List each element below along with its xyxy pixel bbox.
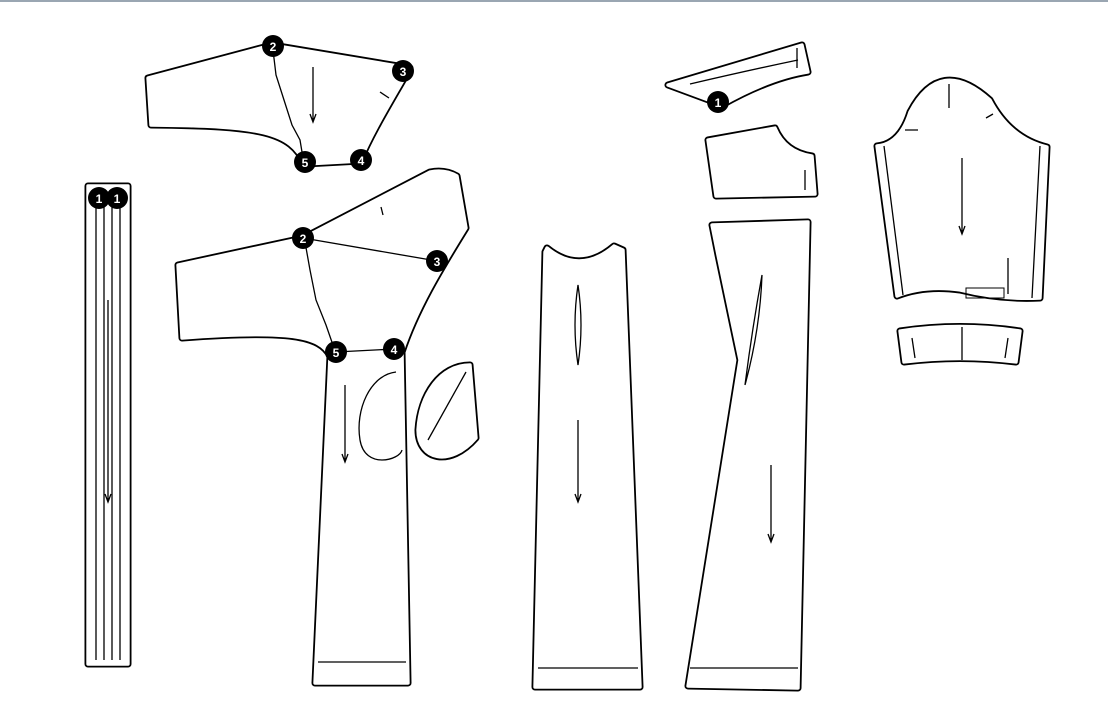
marker-yoke-5: 5	[294, 151, 316, 173]
marker-label: 5	[302, 156, 309, 170]
marker-label: 2	[270, 40, 277, 54]
marker-label: 1	[715, 96, 722, 110]
side-panel	[684, 218, 812, 692]
marker-label: 4	[391, 343, 398, 357]
marker-yoke-3: 3	[392, 60, 414, 82]
sleeve-piece	[873, 76, 1051, 302]
marker-collar-1: 1	[707, 91, 729, 113]
marker-label: 3	[434, 255, 441, 269]
marker-strip-1: 1	[88, 187, 110, 209]
marker-label: 5	[333, 346, 340, 360]
marker-circle	[262, 35, 284, 57]
marker-circle	[392, 60, 414, 82]
marker-circle	[292, 227, 314, 249]
marker-circle	[88, 187, 110, 209]
marker-bodice-4: 4	[383, 338, 405, 360]
cuff-piece	[896, 323, 1024, 366]
marker-strip-1: 1	[106, 187, 128, 209]
marker-circle	[707, 91, 729, 113]
marker-yoke-4: 4	[350, 149, 372, 171]
marker-circle	[294, 151, 316, 173]
bodice-sleeve-piece	[174, 167, 470, 687]
top-border	[0, 0, 1108, 2]
marker-bodice-3: 3	[426, 250, 448, 272]
waistband-strip	[84, 182, 132, 668]
yoke-piece	[144, 41, 414, 168]
marker-circle	[106, 187, 128, 209]
marker-label: 3	[400, 65, 407, 79]
marker-circle	[350, 149, 372, 171]
marker-bodice-5: 5	[325, 341, 347, 363]
marker-label: 1	[114, 192, 121, 206]
marker-circle	[325, 341, 347, 363]
marker-label: 4	[358, 154, 365, 168]
marker-bodice-2: 2	[292, 227, 314, 249]
marker-label: 2	[300, 232, 307, 246]
marker-circle	[426, 250, 448, 272]
marker-circle	[383, 338, 405, 360]
back-yoke-piece	[704, 124, 819, 200]
pocket-piece	[414, 361, 480, 461]
marker-label: 1	[96, 192, 103, 206]
collar-piece	[664, 41, 812, 109]
center-panel	[531, 242, 644, 691]
marker-yoke-2: 2	[262, 35, 284, 57]
